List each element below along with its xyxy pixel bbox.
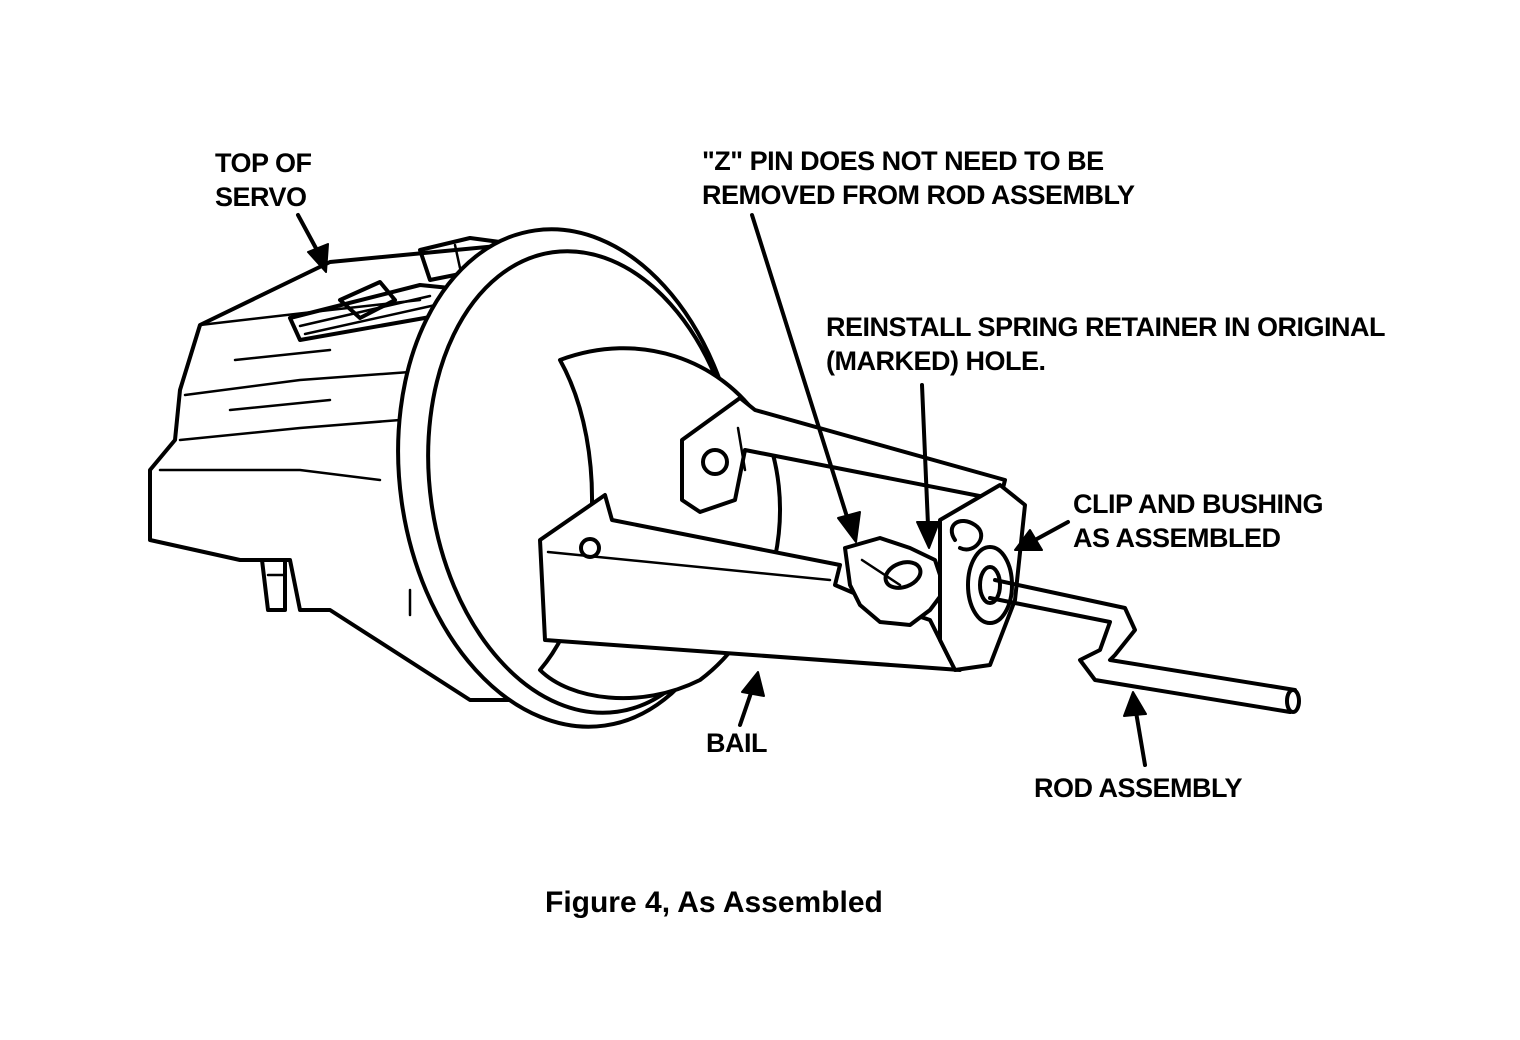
label-z-pin: "Z" PIN DOES NOT NEED TO BE REMOVED FROM… [702,144,1135,212]
label-rod-assembly: ROD ASSEMBLY [1034,771,1243,805]
label-clip-bushing-line1: CLIP AND BUSHING [1073,489,1324,519]
upper-bracket [680,396,1007,514]
label-bail-text: BAIL [706,728,768,758]
label-clip-bushing: CLIP AND BUSHING AS ASSEMBLED [1073,487,1324,555]
label-z-pin-line1: "Z" PIN DOES NOT NEED TO BE [702,146,1104,176]
label-top-of-servo: TOP OF SERVO [215,146,312,214]
label-clip-bushing-line2: AS ASSEMBLED [1073,523,1281,553]
leader-z-pin [750,213,861,543]
figure-caption: Figure 4, As Assembled [545,886,883,919]
label-bail: BAIL [706,726,768,760]
label-z-pin-line2: REMOVED FROM ROD ASSEMBLY [702,180,1135,210]
leader-top-of-servo [296,213,329,273]
leader-spring-retainer [916,383,940,549]
leader-rod-assembly [1123,691,1147,767]
label-spring-retainer: REINSTALL SPRING RETAINER IN ORIGINAL (M… [826,310,1386,378]
leader-bail [738,671,765,727]
label-spring-retainer-line2: (MARKED) HOLE. [826,346,1046,376]
spring-retainer-assembly [843,483,1027,672]
label-spring-retainer-line1: REINSTALL SPRING RETAINER IN ORIGINAL [826,312,1386,342]
leader-clip-bushing [1014,520,1070,551]
label-top-of-servo-line1: TOP OF [215,148,312,178]
rod-assembly-drawing [988,578,1301,714]
label-rod-assembly-text: ROD ASSEMBLY [1034,773,1243,803]
label-top-of-servo-line2: SERVO [215,182,307,212]
